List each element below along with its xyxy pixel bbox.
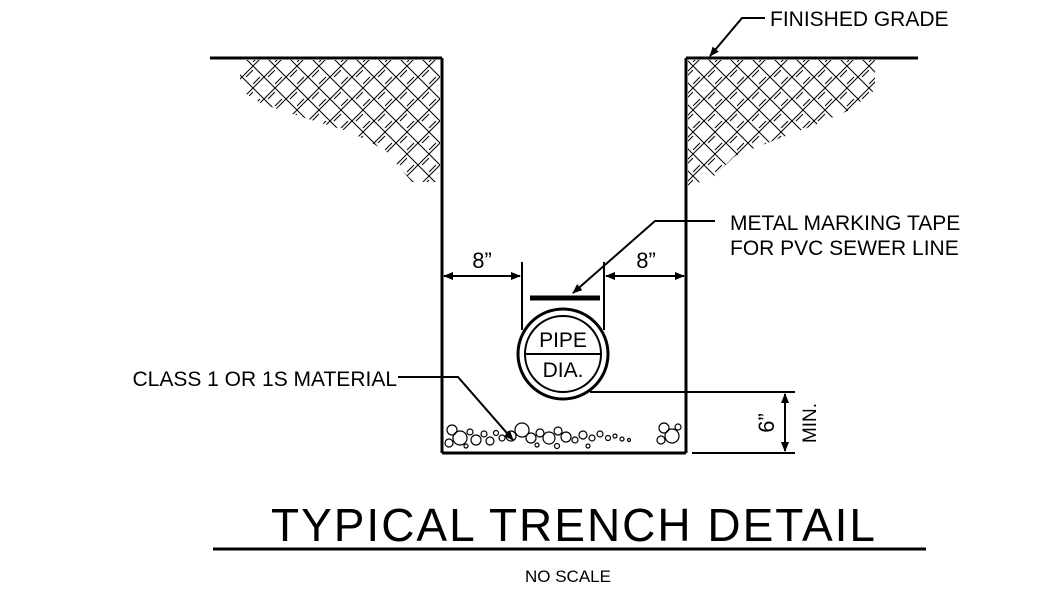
bedding-gravel	[444, 422, 682, 450]
bedding-depth-label: 6”	[754, 413, 779, 433]
left-clearance-label: 8”	[472, 248, 492, 273]
pipe-label-top: PIPE	[539, 329, 587, 352]
bedding-depth-dimension	[590, 391, 795, 454]
class-material-label: CLASS 1 OR 1S MATERIAL	[132, 368, 397, 391]
finished-grade-leader	[709, 17, 765, 57]
marking-tape-leader	[572, 220, 715, 294]
soil-hatch-left	[240, 60, 440, 182]
finished-grade-label: FINISHED GRADE	[770, 8, 949, 31]
clearance-extension-lines	[521, 262, 605, 330]
marking-tape-label-line2: FOR PVC SEWER LINE	[730, 237, 959, 260]
pipe	[516, 307, 610, 401]
right-clearance-label: 8”	[636, 248, 656, 273]
marking-tape-label-line1: METAL MARKING TAPE	[730, 212, 960, 235]
bedding-min-label: MIN.	[800, 403, 821, 443]
class-material-leader	[398, 376, 514, 441]
trench-outline	[440, 58, 688, 455]
soil-hatch-right	[688, 60, 875, 186]
pipe-label-bottom: DIA.	[543, 359, 584, 382]
scale-note: NO SCALE	[525, 567, 611, 586]
drawing-title: TYPICAL TRENCH DETAIL	[271, 499, 877, 551]
